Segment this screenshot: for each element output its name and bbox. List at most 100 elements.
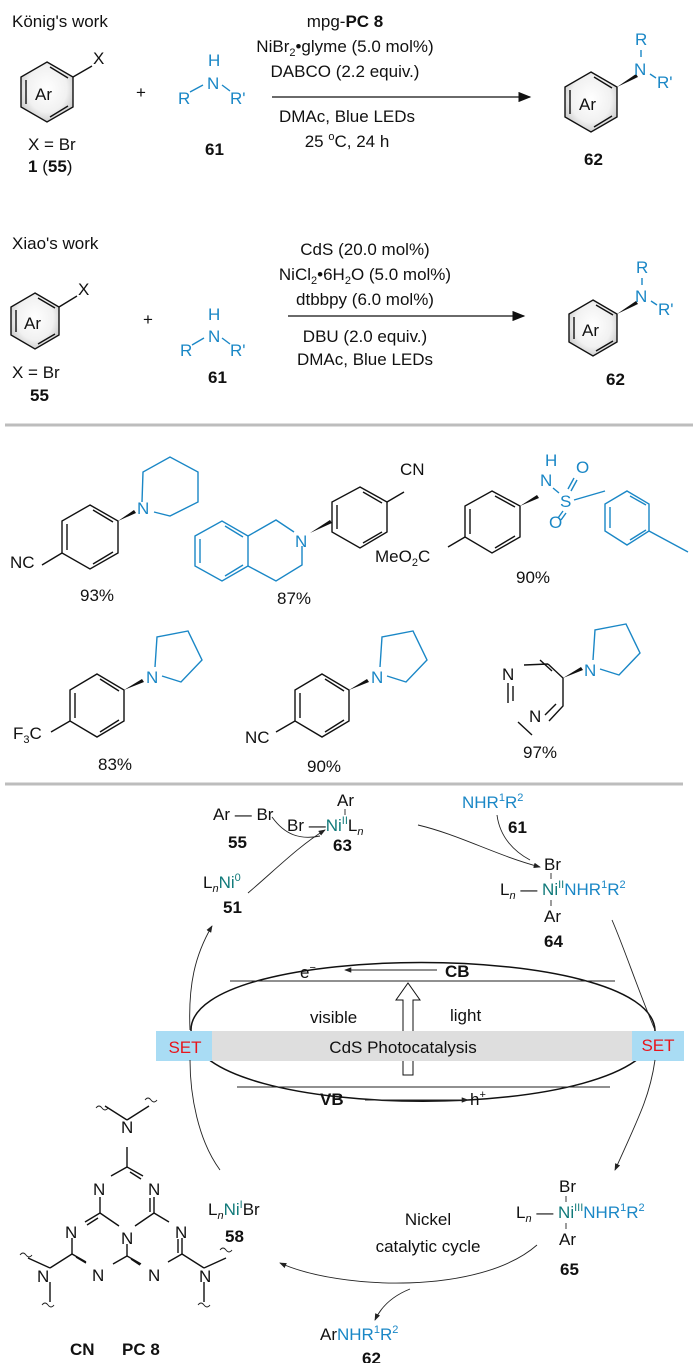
substituent: MeO2C [375, 547, 430, 569]
c65-br: Br [559, 1177, 576, 1196]
compound-id-55: 55 [228, 833, 247, 852]
s-atom: S [560, 492, 571, 511]
electron-label: e− [300, 962, 316, 982]
cn-label: CN [70, 1340, 95, 1359]
set-left-label: SET [168, 1038, 201, 1057]
cds-line: CdS (20.0 mol%) [300, 240, 429, 259]
amine-61: H N R R' 61 [178, 51, 246, 159]
polymer-wavy-bond [19, 1252, 33, 1258]
n-atom: N [540, 471, 552, 490]
substituent-x: X [93, 49, 104, 68]
yield-label: 83% [98, 755, 132, 774]
compound-id-58: 58 [225, 1227, 244, 1246]
n-atom: N [93, 1180, 105, 1199]
plus-sign: + [136, 83, 146, 102]
ligand-line: dtbbpy (6.0 mol%) [296, 290, 434, 309]
ni1-complex-58: LnNiIBr [208, 1199, 260, 1222]
polymer-wavy-bond [41, 1302, 55, 1308]
yield-label: 97% [523, 743, 557, 762]
cds-particle-bottom [190, 1029, 656, 1102]
set-left-box [156, 1031, 212, 1061]
solvent-line: DMAc, Blue LEDs [279, 107, 415, 126]
arrow-65-to-58 [279, 1244, 538, 1284]
light-label: light [450, 1006, 481, 1025]
arrow-ni0-to-63 [247, 829, 326, 894]
amine-n: N [208, 327, 220, 346]
scheme-title-xiao: Xiao's work [12, 234, 99, 253]
substituent: NC [245, 728, 270, 747]
ni2-complex-64: Ln — NiIINHR1R2 [500, 879, 626, 902]
example-5: N NC 90% [245, 630, 428, 776]
n-atom: N [502, 665, 514, 684]
ni0-complex: LnNi0 [203, 872, 241, 895]
example-1: N NC 93% [10, 456, 199, 605]
conditions-konig: mpg-PC 8 NiBr2•glyme (5.0 mol%) DABCO (2… [256, 12, 532, 151]
yield-label: 87% [277, 589, 311, 608]
x-equals-br: X = Br [28, 135, 76, 154]
cb-label: CB [445, 962, 470, 981]
c64-ar: Ar [544, 907, 561, 926]
amine-61: NHR1R2 [462, 792, 523, 812]
amine-r: R [180, 341, 192, 360]
pc8-carbon-nitride-structure: N N N N N N N N N N CN PC 8 [19, 1097, 233, 1359]
reactant-id: 55 [30, 386, 49, 405]
example-4: N F3C 83% [13, 630, 203, 774]
ring-label: Ar [24, 314, 41, 333]
n-atom: N [65, 1223, 77, 1242]
amine-id: 61 [208, 368, 227, 387]
example-2: N CN 87% [194, 460, 425, 608]
product-id: 62 [606, 370, 625, 389]
substituent-x: X [78, 280, 89, 299]
c65-ar: Ar [559, 1230, 576, 1249]
polymer-wavy-bond [95, 1105, 109, 1111]
n-atom: N [529, 707, 541, 726]
x-equals-br: X = Br [12, 363, 60, 382]
product-id: 62 [584, 150, 603, 169]
n-atom: N [146, 668, 158, 687]
scheme-title-konig: König's work [12, 12, 108, 31]
cds-photocatalysis-label: CdS Photocatalysis [329, 1038, 476, 1057]
compound-id-65: 65 [560, 1260, 579, 1279]
aryl-halide-ring: Ar X [20, 49, 104, 123]
amine-61: H N R R' 61 [180, 305, 246, 387]
ring-label: Ar [582, 321, 599, 340]
ni2-complex-63: Br —NiIILn [287, 815, 364, 838]
cycle-label: catalytic cycle [376, 1237, 481, 1256]
product-r-prime: R' [657, 73, 673, 92]
yield-label: 93% [80, 586, 114, 605]
n-atom: N [37, 1267, 49, 1286]
arrow-58-to-set [189, 1059, 221, 1171]
c63-ar: Ar [337, 791, 354, 810]
plus-sign: + [143, 310, 153, 329]
product-62: Ar R N R' 62 [564, 30, 673, 169]
example-6: N N N 97% [502, 623, 641, 762]
compound-id-62: 62 [362, 1349, 381, 1363]
example-3: MeO2C H N S O O 90% [375, 451, 689, 587]
n-atom: N [137, 499, 149, 518]
vb-label: VB [320, 1090, 344, 1109]
arrow-set-to-ni0 [189, 925, 213, 1031]
arrow-set-to-65 [614, 1059, 656, 1171]
h-atom: H [545, 451, 557, 470]
catalyst-line: mpg-PC 8 [307, 12, 384, 31]
arrow-product-out [374, 1288, 411, 1321]
cycle-label: Nickel [405, 1210, 451, 1229]
ni3-complex-65: Ln — NiIIINHR1R2 [516, 1202, 645, 1225]
compound-id-63: 63 [333, 836, 352, 855]
arrow-64-to-set [611, 919, 656, 1031]
set-right-box [632, 1031, 684, 1061]
temp-line: 25 oC, 24 h [305, 131, 390, 151]
ring-label: Ar [35, 85, 52, 104]
o-atom: O [576, 458, 589, 477]
n-atom: N [584, 661, 596, 680]
reactant-id: 1 (55) [28, 157, 72, 176]
compound-id-61: 61 [508, 818, 527, 837]
set-right-label: SET [641, 1036, 674, 1055]
mechanism: Ar — Br 55 LnNi0 51 Ar Br —NiIILn 63 NHR… [156, 791, 684, 1363]
ring-label: Ar [579, 95, 596, 114]
polymer-wavy-bond [144, 1097, 158, 1103]
nickel-line: NiBr2•glyme (5.0 mol%) [256, 37, 433, 59]
polymer-wavy-bond [219, 1247, 233, 1253]
scheme-xiao: Xiao's work Ar X X = Br 55 + H N R R' 61… [10, 234, 674, 405]
